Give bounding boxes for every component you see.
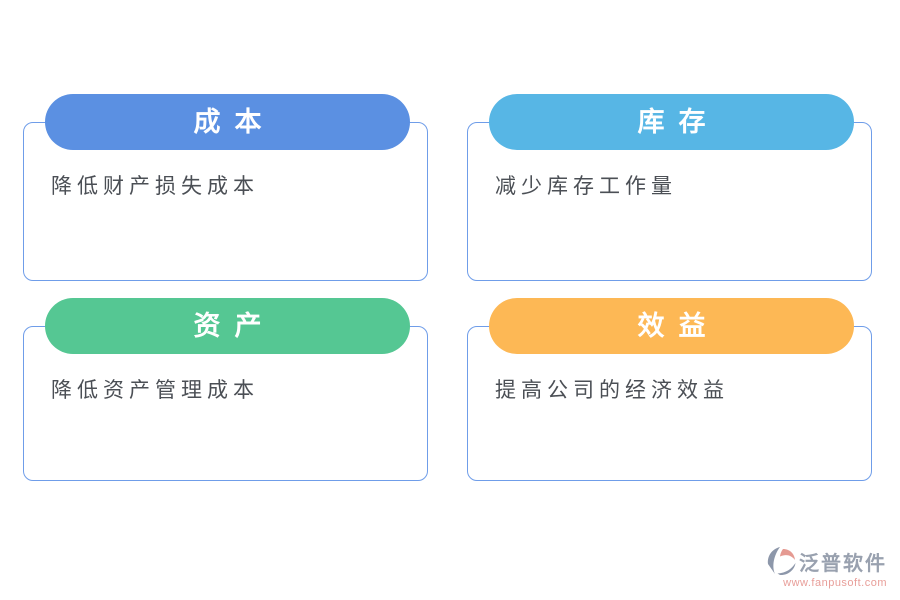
card-cost-description: 降低财产损失成本 bbox=[51, 175, 259, 198]
card-asset-header-pill: 资产 bbox=[45, 298, 410, 354]
card-inventory-title: 库存 bbox=[637, 106, 720, 137]
card-cost-header-pill: 成本 bbox=[45, 94, 410, 150]
card-cost-title: 成本 bbox=[193, 106, 276, 137]
card-inventory: 减少库存工作量 库存 bbox=[467, 94, 872, 281]
card-inventory-description: 减少库存工作量 bbox=[495, 175, 677, 198]
watermark-url: www.fanpusoft.com bbox=[783, 577, 887, 589]
card-asset-title: 资产 bbox=[193, 310, 276, 341]
card-benefit-description: 提高公司的经济效益 bbox=[495, 379, 729, 402]
watermark: 泛普软件 www.fanpusoft.com bbox=[767, 546, 887, 589]
watermark-brand: 泛普软件 bbox=[799, 552, 887, 575]
card-benefit-title: 效益 bbox=[637, 310, 720, 341]
card-benefit: 提高公司的经济效益 效益 bbox=[467, 298, 872, 481]
card-asset: 降低资产管理成本 资产 bbox=[23, 298, 428, 481]
fanpu-logo-icon bbox=[767, 547, 796, 576]
card-asset-description: 降低资产管理成本 bbox=[51, 379, 259, 402]
card-inventory-header-pill: 库存 bbox=[489, 94, 854, 150]
card-cost: 降低财产损失成本 成本 bbox=[23, 94, 428, 281]
card-benefit-header-pill: 效益 bbox=[489, 298, 854, 354]
